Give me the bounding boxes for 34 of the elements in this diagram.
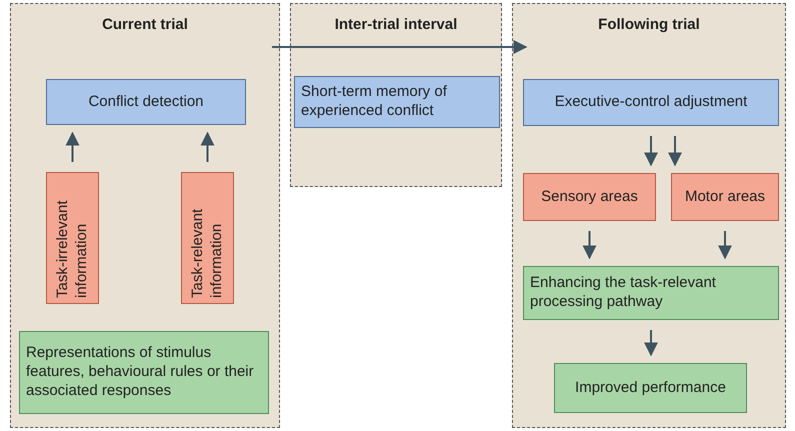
- arrow: [644, 136, 658, 166]
- trial-phase-panel: [290, 3, 502, 187]
- box-label: Motor areas: [684, 188, 766, 206]
- box-label: Sensory areas: [541, 188, 638, 206]
- arrow: [718, 231, 732, 260]
- box-label: Task-irrelevant information: [54, 199, 90, 298]
- process-box: [46, 79, 246, 125]
- box-label: Improved performance: [575, 378, 726, 398]
- process-box: [46, 172, 99, 304]
- process-box: [671, 173, 779, 221]
- arrow: [582, 231, 596, 260]
- process-box: [19, 331, 269, 414]
- box-label: Task-relevant information: [188, 208, 226, 298]
- panel-title: Current trial: [101, 16, 189, 33]
- box-label: Conflict detection: [88, 92, 204, 112]
- arrow: [200, 132, 214, 162]
- process-box: [523, 266, 779, 320]
- panel-title: Inter-trial interval: [334, 16, 458, 33]
- arrow: [644, 330, 658, 356]
- process-box: [181, 172, 234, 304]
- trial-phase-panel: [10, 3, 280, 428]
- box-label: Enhancing the task-relevant processing pathway: [530, 274, 717, 312]
- arrow: [272, 40, 528, 54]
- box-label: Short-term memory of experienced conflict: [301, 83, 448, 121]
- trial-phase-panel: [512, 3, 786, 428]
- box-label: Representations of stimulus features, behavioural rules or their associated responses: [26, 344, 255, 401]
- process-box: [294, 76, 500, 128]
- arrow: [668, 136, 682, 166]
- process-box: [554, 363, 747, 413]
- arrow: [66, 132, 80, 162]
- box-label: Executive-control adjustment: [554, 93, 748, 112]
- process-box: [523, 79, 779, 126]
- panel-title: Following trial: [597, 16, 701, 33]
- process-box: [523, 173, 656, 221]
